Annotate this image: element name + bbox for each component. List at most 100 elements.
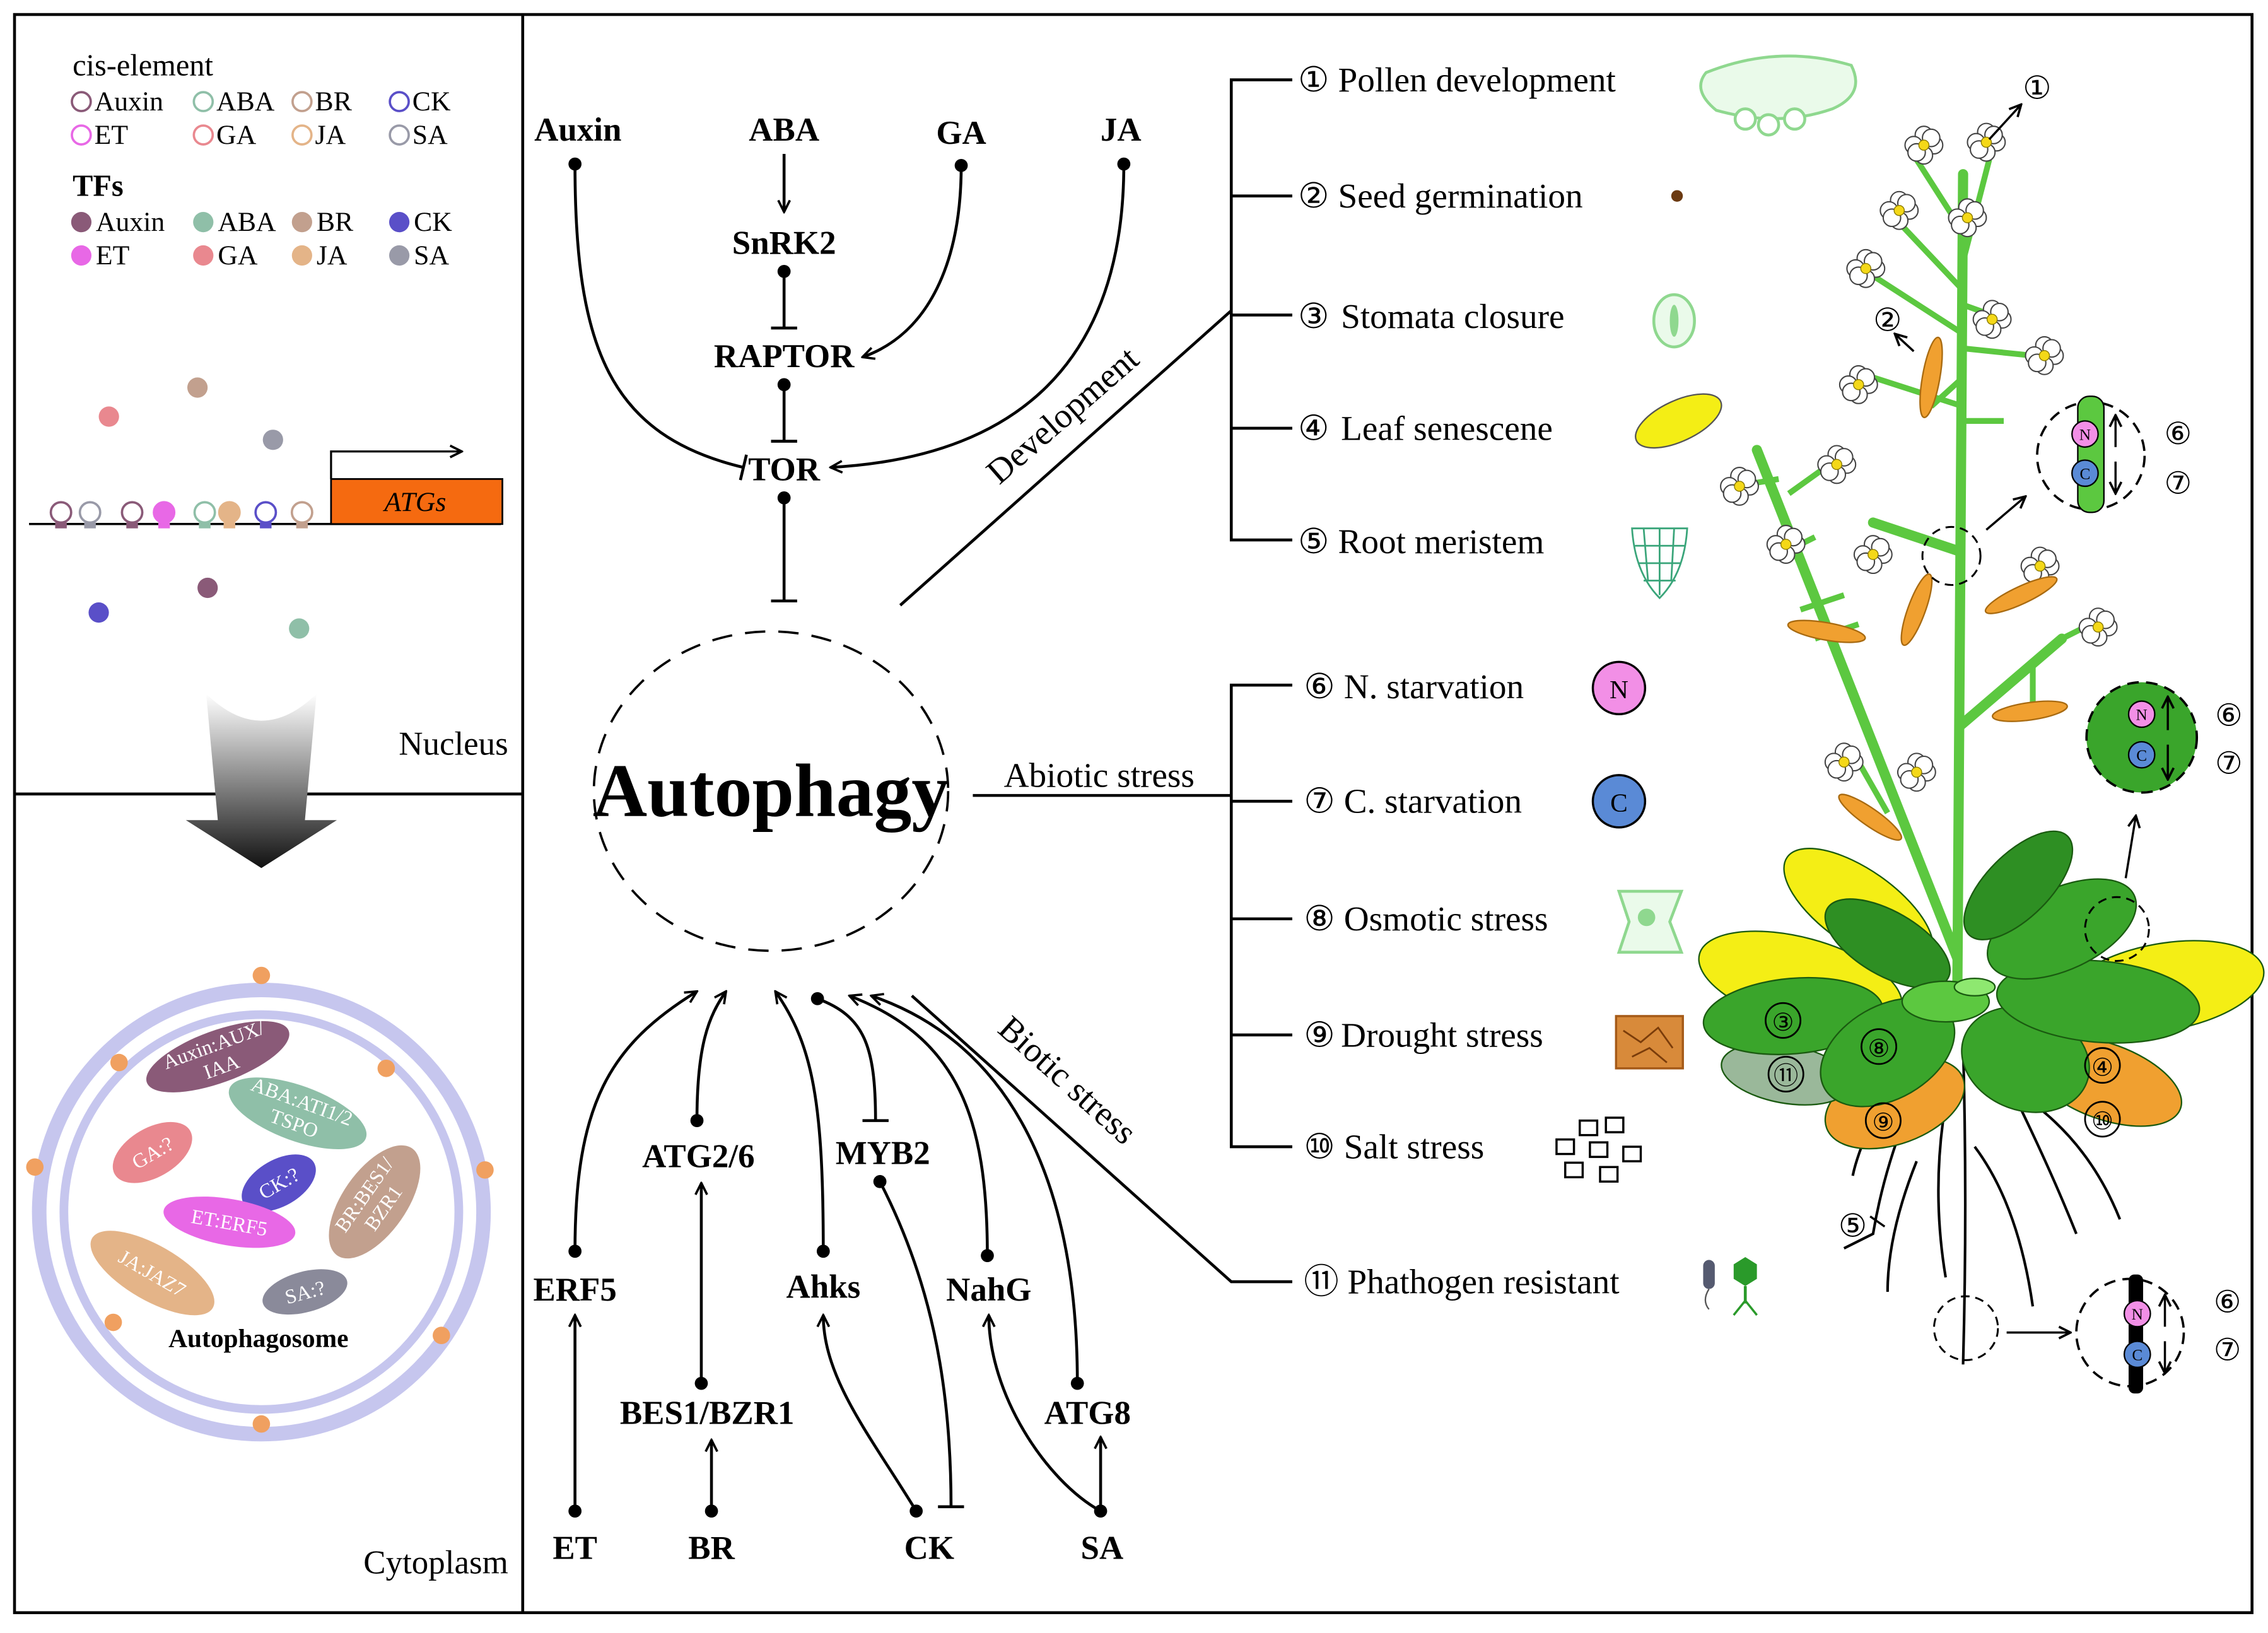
legend-tf-et-label: ET <box>96 240 129 271</box>
seed-icon <box>1671 190 1683 202</box>
legend-tf-ja-label: JA <box>317 240 348 271</box>
legend-tf-sa-label: SA <box>414 240 449 271</box>
node-tor: TOR <box>748 452 821 488</box>
complex-ga <box>112 1121 192 1183</box>
legend-cis-et-icon <box>71 124 92 146</box>
promoter-site <box>199 522 211 529</box>
promoter-site <box>55 522 67 529</box>
promoter-site <box>223 522 235 529</box>
svg-text:③: ③ <box>1772 1009 1794 1036</box>
branch-biotic: Biotic stress <box>991 1009 1145 1152</box>
branch-biotic-line <box>911 995 1292 1284</box>
carbon-badge <box>1591 774 1647 829</box>
edge-atg8-autophagy <box>871 996 1077 1383</box>
node-nahg: NahG <box>946 1272 1031 1308</box>
free-tf-dot <box>262 430 283 450</box>
legend-cis-ja-label: JA <box>315 120 346 150</box>
promoter-element <box>218 501 241 524</box>
legend-tf-title: TFs <box>73 170 124 203</box>
edge-auxin-tor <box>568 157 748 481</box>
node-raptor: RAPTOR <box>714 338 855 375</box>
legend-tf-aba-label: ABA <box>218 207 276 237</box>
zoom-inset-leaf: N C ⑥ ⑦ <box>2085 681 2243 794</box>
legend-tf-auxin-label: Auxin <box>96 207 165 237</box>
promoter-site <box>158 522 170 529</box>
free-tf-dot <box>98 406 119 427</box>
legend-cis-auxin-icon <box>71 91 92 112</box>
autophagy-outline <box>592 630 950 952</box>
flower <box>2025 336 2064 375</box>
edge-ck-ahks <box>823 1315 916 1511</box>
nitrogen-badge-label: N <box>1610 675 1628 704</box>
complex-br <box>329 1145 421 1259</box>
legend-cis-aba-icon <box>192 91 214 112</box>
legend-cis-ja-icon <box>291 124 313 146</box>
node-sa: SA <box>1081 1530 1124 1567</box>
svg-text:⑦: ⑦ <box>2215 747 2242 781</box>
flower <box>2020 546 2060 586</box>
pollen-icon <box>1699 54 1857 137</box>
svg-text:⑥: ⑥ <box>2165 418 2192 451</box>
cytoplasm-panel: Auxin:AUX/ IAA ABA:ATI1/2 TSPO GA:? CK:?… <box>26 966 508 1581</box>
edge-myb2-ck <box>873 1174 964 1509</box>
flower <box>1720 466 1759 506</box>
nucleus-label: Nucleus <box>399 726 508 763</box>
legend-tf-ga-icon <box>193 245 214 266</box>
flower <box>1948 198 1987 238</box>
svg-text:⑨: ⑨ <box>1872 1109 1894 1137</box>
promoter-site <box>260 522 272 529</box>
flower <box>1846 249 1886 288</box>
promoter-element <box>120 501 144 524</box>
complex-et <box>163 1197 296 1248</box>
node-ahks: Ahks <box>786 1268 860 1305</box>
abiotic-bracket <box>1229 683 1292 1149</box>
flower <box>1838 365 1878 404</box>
legend-cis-sa-icon <box>389 124 410 146</box>
node-atg8: ATG8 <box>1044 1395 1131 1432</box>
promoter-element <box>153 501 176 524</box>
legend-cis-title: cis-element <box>73 49 213 83</box>
free-tf-dot <box>88 602 109 623</box>
carbon-badge-label: C <box>1610 788 1628 817</box>
flower <box>1904 126 1944 165</box>
promoter-site <box>84 522 96 529</box>
promoter-site <box>296 522 308 529</box>
svg-text:C: C <box>2132 1346 2142 1364</box>
complex-ja <box>90 1231 214 1316</box>
legend-cis-aba-label: ABA <box>216 86 275 117</box>
flower <box>1972 300 2012 339</box>
export-arrow <box>185 694 337 869</box>
legend-tf-ja-icon <box>291 245 312 266</box>
autophagosome-outer-membrane <box>32 983 491 1442</box>
svg-text:①: ① <box>2023 70 2051 105</box>
legend-cis-br-icon <box>291 91 313 112</box>
svg-text:⑩: ⑩ <box>2091 1108 2113 1135</box>
svg-text:⑤: ⑤ <box>1838 1209 1867 1244</box>
legend-tf-br-label: BR <box>317 207 354 237</box>
edge-atg26-autophagy <box>697 992 726 1121</box>
plant-callouts: ① ② ⑤ <box>1838 70 2150 1361</box>
legend-tf-auxin-icon <box>71 211 92 233</box>
atg-gene-label: ATGs <box>382 487 446 517</box>
complex-auxin <box>146 1021 289 1092</box>
svg-text:⑦: ⑦ <box>2165 467 2192 500</box>
promoter-element <box>193 501 216 524</box>
flower <box>1817 445 1857 484</box>
transcription-start-arrow <box>330 452 462 479</box>
branch-abiotic: Abiotic stress <box>1004 756 1195 794</box>
process-icons: N C <box>1555 54 1857 1316</box>
autophagosome-label: Autophagosome <box>168 1324 348 1353</box>
svg-text:⑥: ⑥ <box>2214 1285 2241 1319</box>
node-erf5: ERF5 <box>533 1272 616 1308</box>
edge-nahg-autophagy <box>850 996 988 1256</box>
drought-icon <box>1615 1015 1684 1070</box>
node-ja: JA <box>1101 112 1142 148</box>
